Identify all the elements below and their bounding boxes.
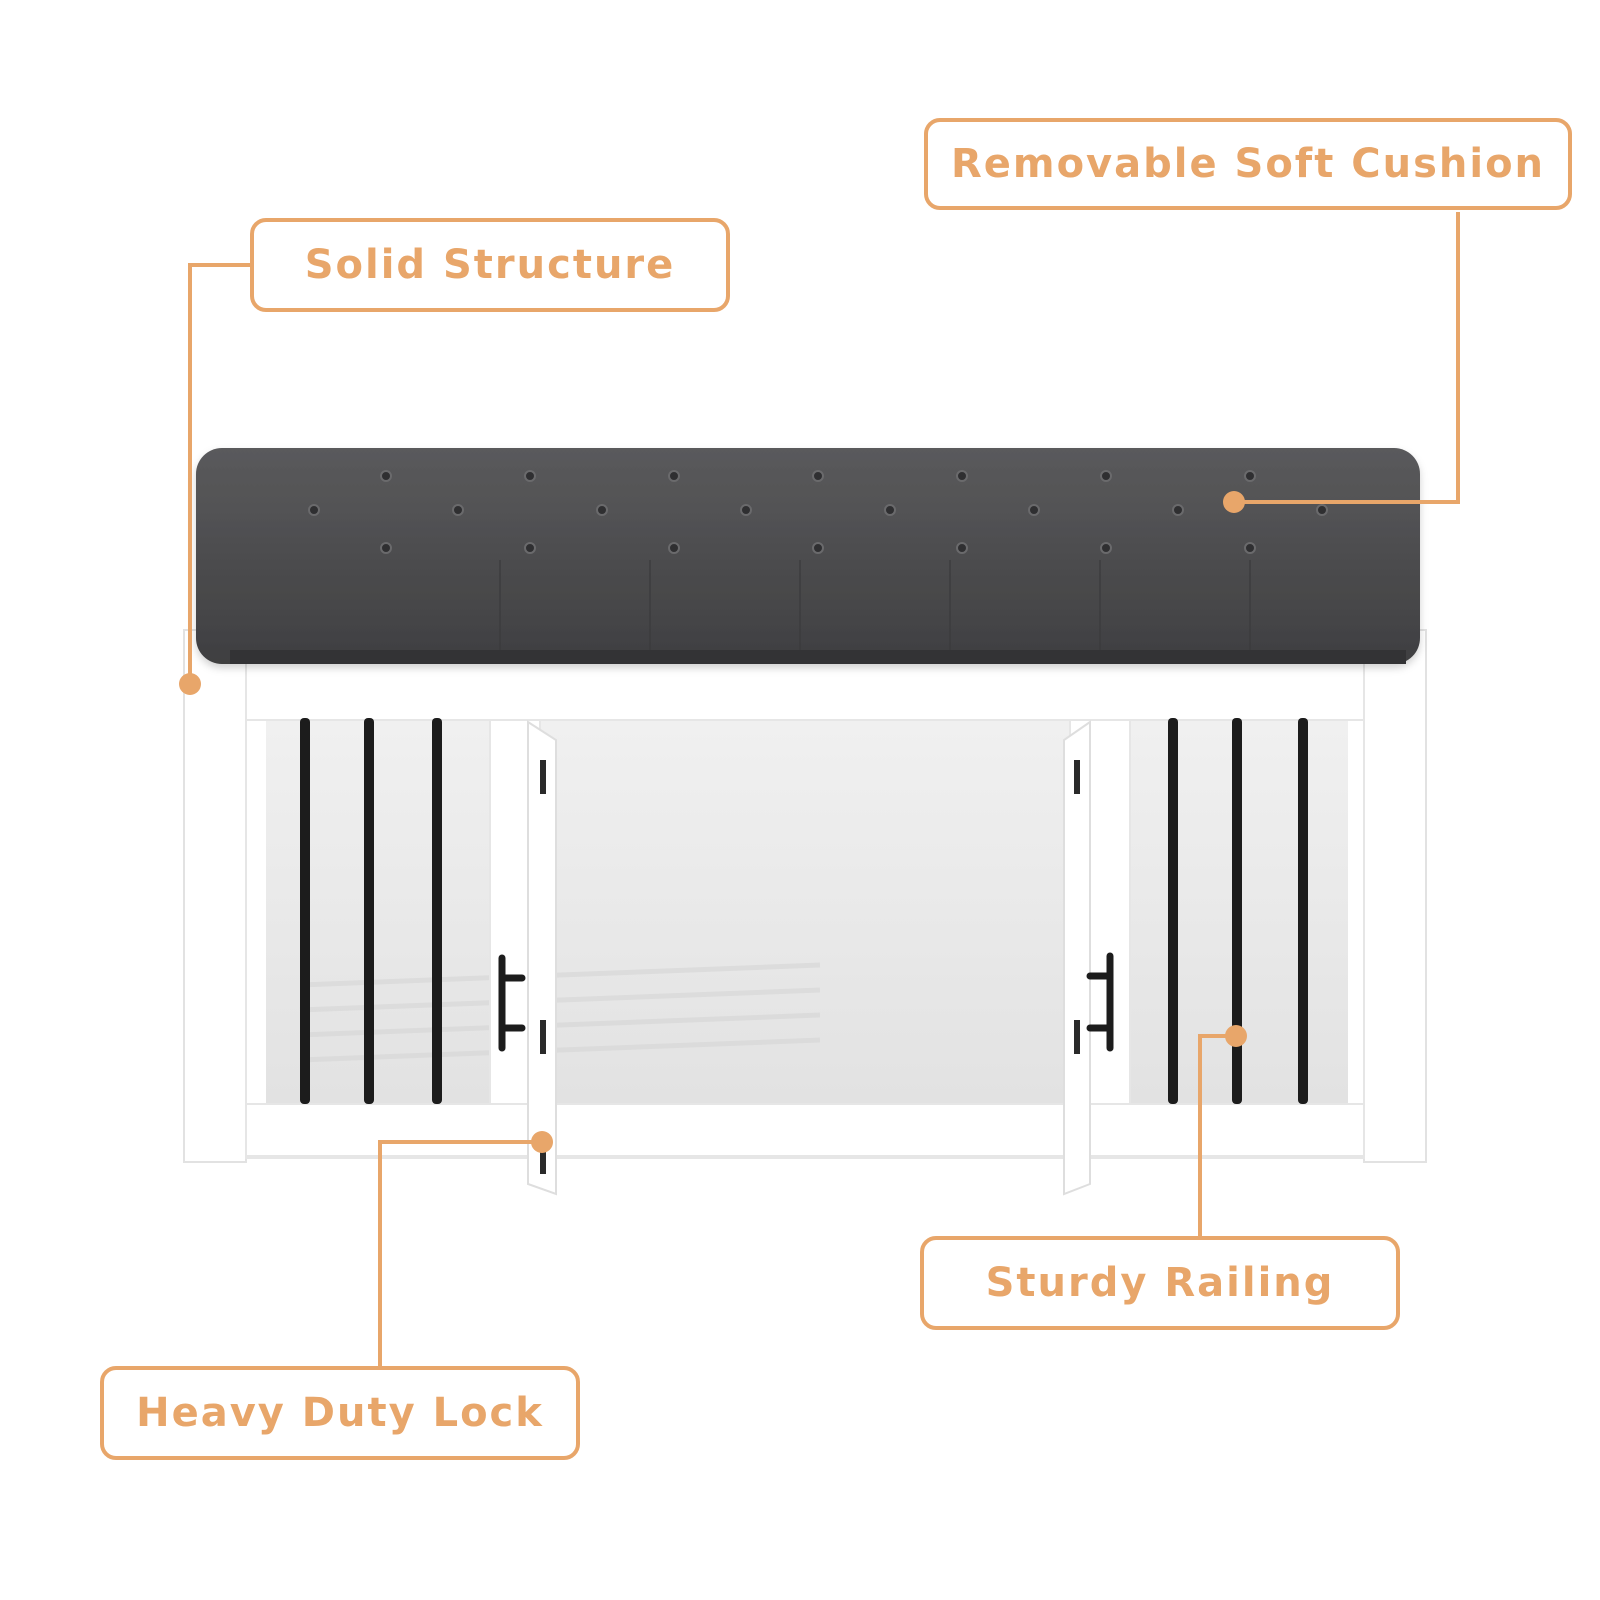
door-hinges xyxy=(540,760,1080,1174)
callout-sturdy-railing: Sturdy Railing xyxy=(920,1236,1400,1330)
callout-solid-structure: Solid Structure xyxy=(250,218,730,312)
left-door xyxy=(527,720,557,1196)
callout-dots xyxy=(179,491,1247,1153)
leader-railing xyxy=(1198,1034,1236,1238)
leader-lock xyxy=(378,1140,542,1368)
left-door-handle xyxy=(498,954,526,1052)
leader-structure xyxy=(188,263,250,684)
left-railing xyxy=(300,718,442,1104)
cushion-tufting xyxy=(308,470,1328,554)
callout-heavy-duty-lock: Heavy Duty Lock xyxy=(100,1366,580,1460)
right-post xyxy=(1363,629,1427,1163)
dot-railing xyxy=(1225,1025,1247,1047)
left-compartment xyxy=(266,720,490,1104)
dot-lock xyxy=(531,1131,553,1153)
callout-leaders xyxy=(188,212,1460,1368)
right-door-handle xyxy=(1086,952,1114,1052)
floor-shadow-stripes xyxy=(299,962,821,1063)
leader-cushion xyxy=(1234,212,1460,504)
cushion-seams xyxy=(499,560,1251,650)
right-railing xyxy=(1168,718,1308,1104)
dot-structure xyxy=(179,673,201,695)
bottom-rail xyxy=(245,1103,1365,1157)
callout-removable-soft-cushion: Removable Soft Cushion xyxy=(924,118,1572,210)
tufted-cushion xyxy=(196,448,1420,664)
dot-cushion xyxy=(1223,491,1245,513)
left-post xyxy=(183,629,247,1163)
top-rail xyxy=(245,661,1365,721)
cushion-bottom-edge xyxy=(230,650,1406,664)
